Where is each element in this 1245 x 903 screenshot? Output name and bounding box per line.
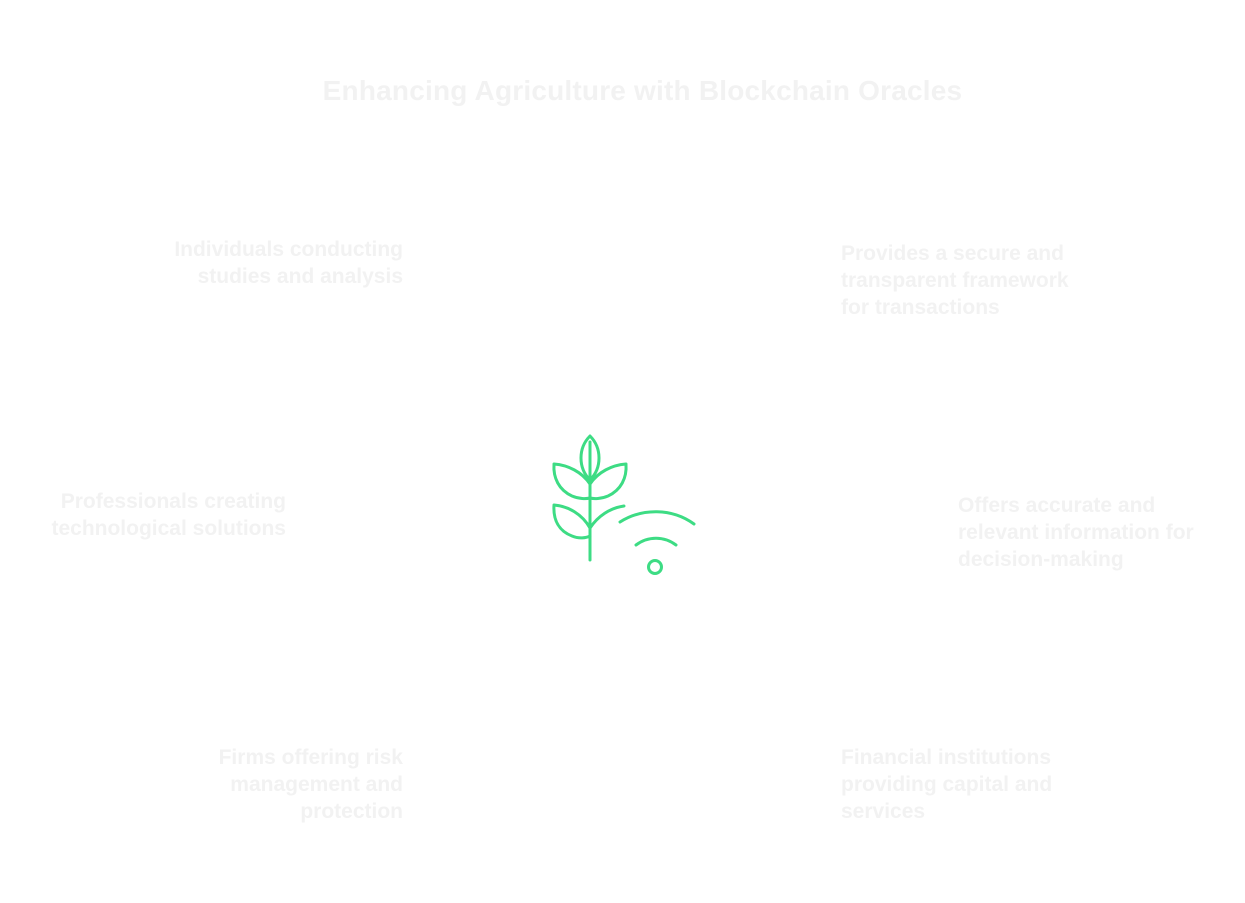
banks-description: Financial institutions providing capital…	[841, 746, 1053, 823]
diagram-title: Enhancing Agriculture with Blockchain Or…	[322, 75, 963, 106]
researchers-description: Individuals conducting studies and analy…	[174, 238, 403, 288]
insurers-description: Firms offering risk management and prote…	[218, 746, 403, 823]
blockchain-description: Provides a secure and transparent framew…	[841, 242, 1069, 319]
agriculture-wifi-icon	[548, 432, 698, 578]
developers-description: Professionals creating technological sol…	[51, 490, 286, 540]
oracles-description: Offers accurate and relevant information…	[958, 494, 1194, 571]
